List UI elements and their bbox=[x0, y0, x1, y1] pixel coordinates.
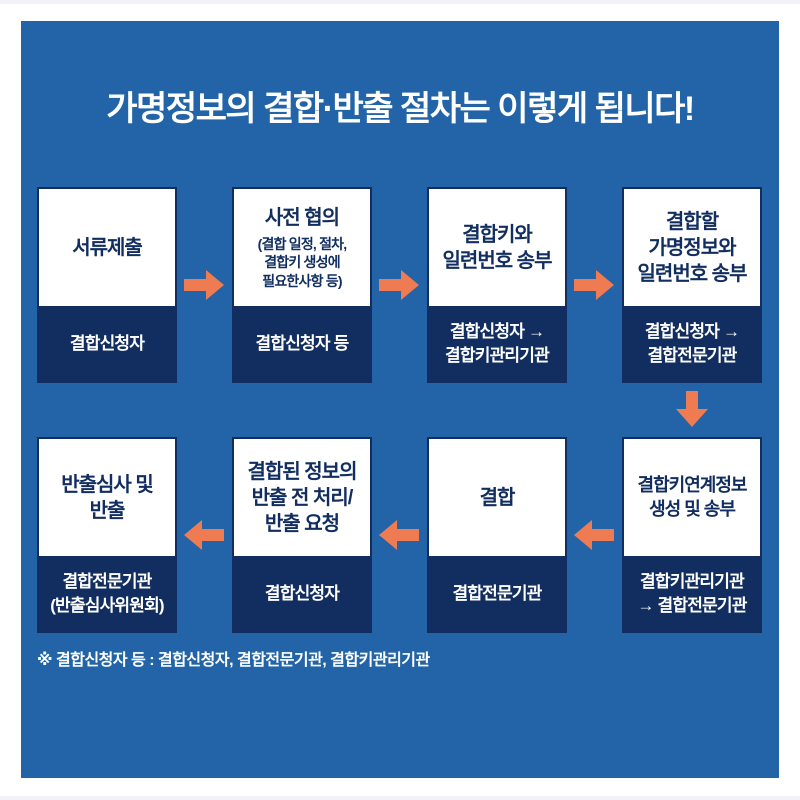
step-6-content: 결합 bbox=[429, 439, 565, 556]
step-actor: 결합신청자 등 bbox=[255, 333, 350, 353]
step-box-7: 결합된 정보의 반출 전 처리/ 반출 요청 결합신청자 bbox=[232, 437, 372, 633]
step-4-content: 결합할 가명정보와 일련번호 송부 bbox=[624, 189, 760, 306]
blue-panel bbox=[21, 21, 779, 778]
step-6-actor-band: 결합전문기관 bbox=[429, 556, 565, 631]
step-actor: 결합신청자 bbox=[69, 333, 145, 353]
step-7-content: 결합된 정보의 반출 전 처리/ 반출 요청 bbox=[234, 439, 370, 556]
step-title: 결합키와 일련번호 송부 bbox=[442, 223, 553, 272]
step-title: 결합키연계정보 생성 및 송부 bbox=[637, 475, 748, 519]
step-actor: 결합신청자 → 결합전문기관 bbox=[644, 321, 740, 365]
step-actor: 결합신청자 bbox=[264, 583, 340, 603]
step-box-5: 결합키연계정보 생성 및 송부 결합키관리기관 → 결합전문기관 bbox=[622, 437, 762, 633]
step-7-actor-band: 결합신청자 bbox=[234, 556, 370, 631]
step-title: 결합 bbox=[479, 486, 516, 509]
step-actor: 결합전문기관 bbox=[452, 583, 542, 603]
step-title: 서류제출 bbox=[72, 236, 143, 259]
step-actor: 결합키관리기관 → 결합전문기관 bbox=[637, 571, 747, 615]
step-5-actor-band: 결합키관리기관 → 결합전문기관 bbox=[624, 556, 760, 631]
step-box-3: 결합키와 일련번호 송부 결합신청자 → 결합키관리기관 bbox=[427, 187, 567, 383]
step-1-content: 서류제출 bbox=[39, 189, 175, 306]
step-box-2: 사전 협의 (결합 일정, 절차, 결합키 생성에 필요한사항 등) 결합신청자… bbox=[232, 187, 372, 383]
step-title: 사전 협의 bbox=[264, 207, 340, 230]
step-title: 결합할 가명정보와 일련번호 송부 bbox=[637, 210, 748, 285]
step-box-8: 반출심사 및 반출 결합전문기관 (반출심사위원회) bbox=[37, 437, 177, 633]
step-3-content: 결합키와 일련번호 송부 bbox=[429, 189, 565, 306]
step-3-actor-band: 결합신청자 → 결합키관리기관 bbox=[429, 306, 565, 381]
step-8-actor-band: 결합전문기관 (반출심사위원회) bbox=[39, 556, 175, 631]
step-subtitle: (결합 일정, 절차, 결합키 생성에 필요한사항 등) bbox=[257, 236, 348, 289]
arrow-left-icon bbox=[574, 520, 614, 550]
arrow-right-icon bbox=[574, 270, 614, 300]
step-box-6: 결합 결합전문기관 bbox=[427, 437, 567, 633]
arrow-left-icon bbox=[184, 520, 224, 550]
arrow-down-icon bbox=[676, 391, 708, 427]
arrow-right-icon bbox=[184, 270, 224, 300]
step-box-1: 서류제출 결합신청자 bbox=[37, 187, 177, 383]
step-5-content: 결합키연계정보 생성 및 송부 bbox=[624, 439, 760, 556]
step-2-content: 사전 협의 (결합 일정, 절차, 결합키 생성에 필요한사항 등) bbox=[234, 189, 370, 306]
page-bottom-edge bbox=[0, 796, 800, 800]
step-4-actor-band: 결합신청자 → 결합전문기관 bbox=[624, 306, 760, 381]
step-actor: 결합전문기관 (반출심사위원회) bbox=[50, 571, 164, 615]
page-title: 가명정보의 결합·반출 절차는 이렇게 됩니다! bbox=[106, 90, 695, 128]
step-8-content: 반출심사 및 반출 bbox=[39, 439, 175, 556]
step-title: 반출심사 및 반출 bbox=[61, 473, 154, 522]
step-actor: 결합신청자 → 결합키관리기관 bbox=[445, 321, 550, 365]
footnote: ※ 결합신청자 등 : 결합신청자, 결합전문기관, 결합키관리기관 bbox=[37, 652, 430, 669]
arrow-right-icon bbox=[379, 270, 419, 300]
step-2-actor-band: 결합신청자 등 bbox=[234, 306, 370, 381]
page-top-edge bbox=[0, 0, 800, 4]
step-box-4: 결합할 가명정보와 일련번호 송부 결합신청자 → 결합전문기관 bbox=[622, 187, 762, 383]
step-1-actor-band: 결합신청자 bbox=[39, 306, 175, 381]
step-title: 결합된 정보의 반출 전 처리/ 반출 요청 bbox=[247, 460, 358, 535]
arrow-left-icon bbox=[379, 520, 419, 550]
